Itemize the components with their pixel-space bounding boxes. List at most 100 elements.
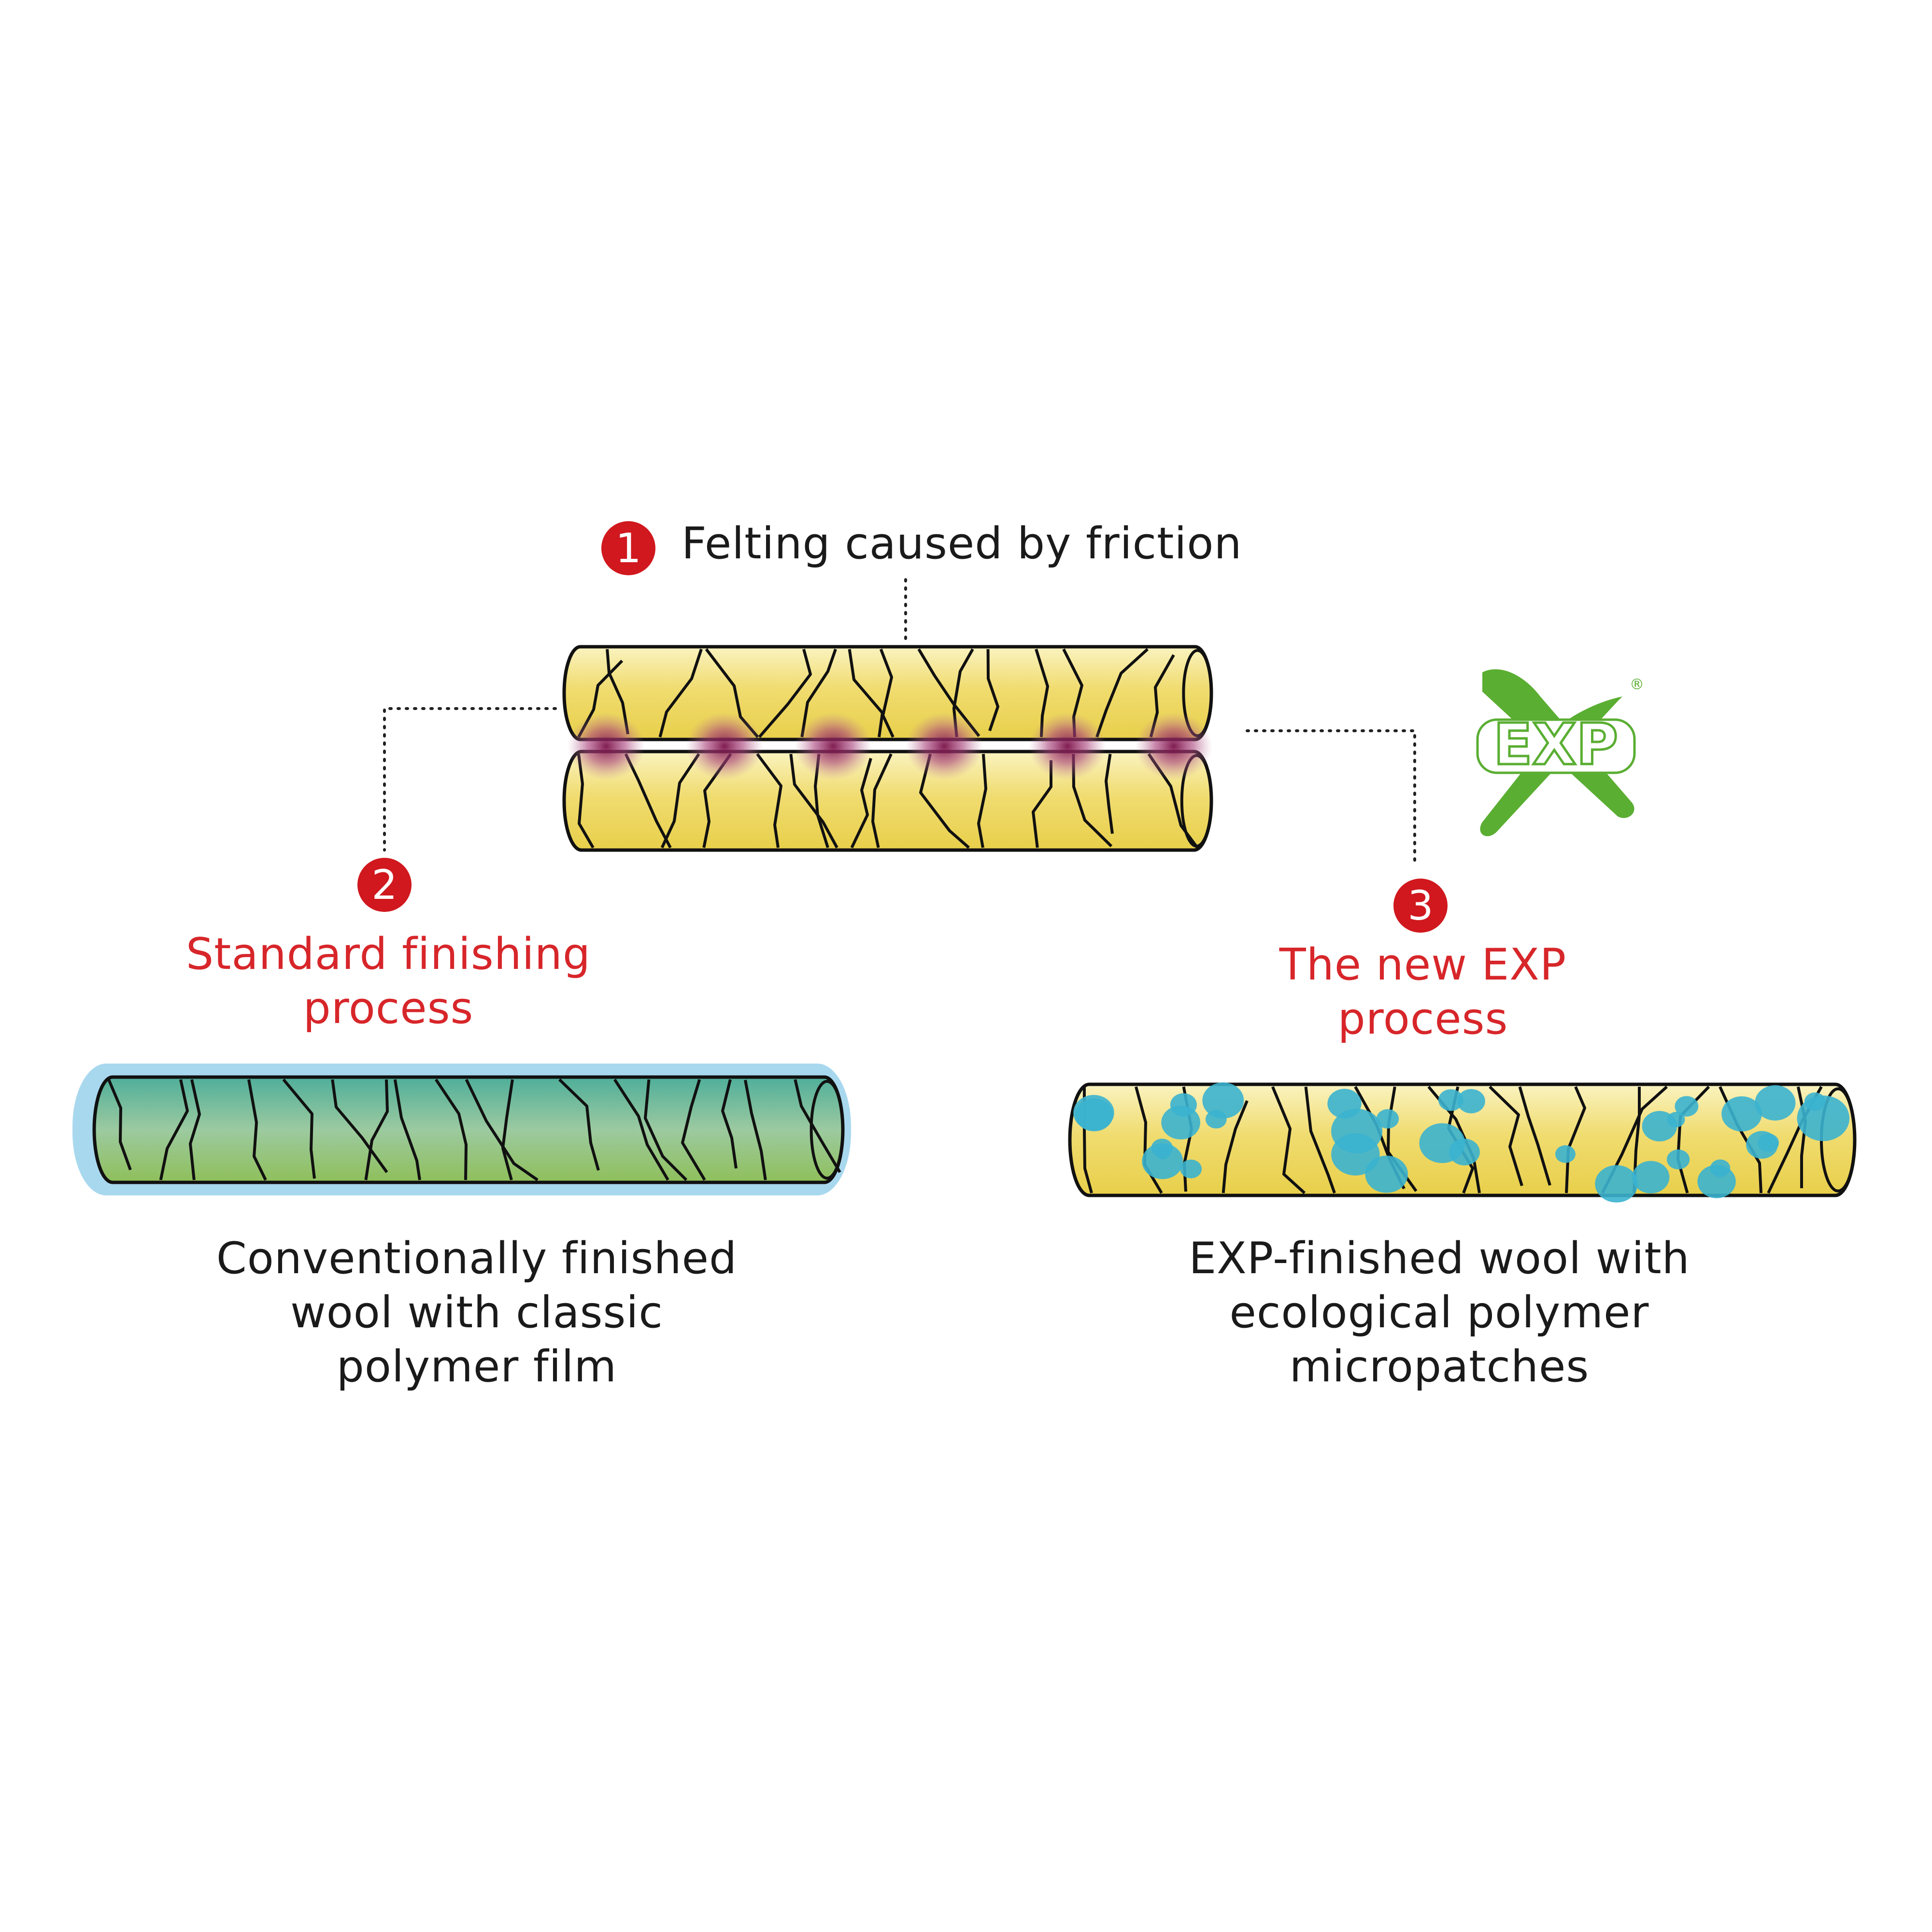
fiber-scale-line [721,1079,738,1169]
micropatch [1666,1149,1690,1170]
step-2-label-line: Standard finishing [186,929,591,980]
fiber-scale-line [848,649,884,738]
fiber-conventional [92,1075,845,1184]
micropatch [1376,1109,1399,1129]
micropatch [1555,1145,1576,1163]
fiber-scale-line [1271,1086,1306,1194]
right-caption: EXP-finished wool with ecological polyme… [1189,1232,1690,1394]
fiber-scale-line [644,1079,688,1181]
left-caption: Conventionally finished wool with classi… [216,1232,737,1394]
micropatch [1710,1159,1731,1177]
logo-text: EXP [1493,711,1618,778]
fiber-scale-line [756,753,782,848]
fiber-scale-line [744,1080,767,1180]
fiber-scale-line [794,1079,841,1173]
fiber-scale-line [364,1079,389,1180]
micropatch [1438,1089,1463,1111]
micropatch [1804,1092,1826,1111]
fiber-scale-line [758,649,812,738]
exp-logo: EXP ® [1476,669,1644,837]
fiber-scale-line [1135,1086,1163,1194]
fiber-scale-line [986,649,999,731]
fiber-scale-line [850,758,872,849]
right-caption-line: micropatches [1289,1341,1590,1392]
fiber-scale-line [1304,1086,1336,1193]
fiber-scale-line [501,1079,514,1180]
micropatch [1331,1108,1383,1153]
fiber-scale-line [879,648,895,738]
fiber-body [562,750,1213,852]
fiber-scale-line [800,649,837,738]
right-caption-line: ecological polymer [1229,1287,1649,1338]
leader-line-2 [383,707,557,852]
fiber-scale-line [1796,1086,1807,1188]
fiber-scale-line [1105,753,1114,834]
micropatch [1365,1155,1408,1193]
fiber-scale-line [977,753,987,848]
micropatch [1755,1085,1796,1121]
step-3-label: The new EXP process [1279,938,1566,1046]
step-3-label-line: process [1337,994,1508,1044]
micropatch [1675,1096,1699,1117]
step-3-badge: 3 [1393,879,1448,933]
micropatch [1202,1082,1244,1119]
fiber-scale-line [789,753,838,849]
fiber-scale-line [159,1079,189,1180]
fiber-scale-line [660,753,700,849]
fiber-scale-line [871,753,893,848]
logo-registered: ® [1630,676,1644,693]
step-2-label-line: process [303,983,474,1034]
fiber-scale-line [1518,1086,1551,1186]
friction-spot [568,712,645,780]
fiber-scale-line [331,1079,388,1173]
micropatch [1642,1111,1677,1142]
fiber-scale-line [658,649,703,738]
fiber-scale-line [1489,1085,1523,1186]
fiber-scale-line [189,1079,201,1180]
fiber-scale-line [1565,1086,1586,1193]
fiber-scale-line [247,1079,267,1181]
fiber-scale-line [435,1079,468,1180]
fibers [72,645,1857,1203]
step-1-label: Felting caused by friction [682,518,1242,569]
micropatch [1632,1161,1670,1193]
micropatch [1595,1165,1638,1203]
fiber-body [92,1075,845,1184]
micropatch [1419,1123,1465,1164]
step-3-label-line: The new EXP [1279,939,1567,990]
fiber-scale-line [282,1079,316,1179]
fiber-end [810,1080,845,1180]
micropatch [1721,1096,1762,1132]
micropatch [1457,1089,1485,1114]
left-caption-line: polymer film [336,1341,617,1392]
fiber-scale-line [1095,648,1149,738]
fiber-scale-line [558,1078,600,1171]
friction-spot [686,712,763,780]
fiber-bottom [562,750,1213,852]
friction-spot [906,712,983,780]
fiber-scale-line [681,1079,706,1181]
micropatch [1746,1131,1778,1159]
fiber-scale-line [107,1079,132,1171]
fiber-scale-line [465,1079,539,1181]
fiber-scale-line [613,1079,669,1181]
micropatch [1075,1098,1113,1132]
leader-lines [383,578,1416,866]
fiber-exp [1068,1082,1857,1203]
fiber-top [562,645,1213,741]
micropatch [1170,1093,1197,1117]
left-caption-line: Conventionally finished [216,1233,738,1284]
friction-spot [1135,712,1212,780]
logo-text-plate [1476,718,1636,774]
fiber-scale-line [393,1079,421,1180]
micropatch [1180,1159,1202,1179]
right-caption-line: EXP-finished wool with [1189,1233,1690,1284]
left-caption-line: wool with classic [290,1287,663,1338]
leader-line-3 [1246,729,1416,866]
friction-spot [1029,712,1106,780]
step-1-badge: 1 [601,521,655,575]
friction-spot [795,712,872,780]
micropatch [1142,1143,1183,1179]
step-2-badge: 2 [357,858,412,912]
